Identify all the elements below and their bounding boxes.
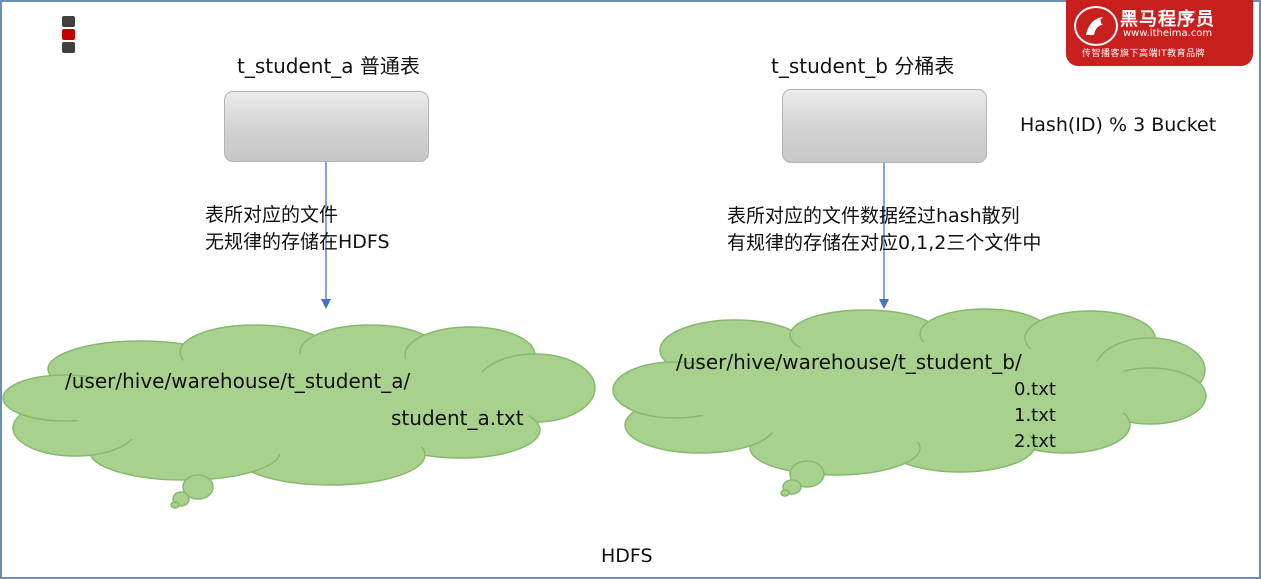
hash-bucket-label: Hash(ID) % 3 Bucket	[1020, 114, 1217, 136]
left-note-line2: 无规律的存储在HDFS	[205, 231, 390, 253]
bullet-square-dark	[62, 42, 75, 53]
left-table-box	[224, 91, 429, 162]
right-file-2: 2.txt	[1014, 431, 1056, 452]
right-cloud-path: /user/hive/warehouse/t_student_b/	[676, 350, 1022, 374]
left-file-0: student_a.txt	[391, 406, 524, 430]
logo-name: 黑马程序员	[1120, 9, 1215, 30]
logo-url: www.itheima.com	[1123, 28, 1213, 39]
logo-slogan: 传智播客旗下高端IT教育品牌	[1082, 49, 1206, 59]
bullet-square-red	[62, 29, 75, 40]
right-table-title: t_student_b 分桶表	[771, 54, 955, 78]
right-table-box	[782, 89, 987, 163]
right-note-line1: 表所对应的文件数据经过hash散列	[727, 205, 1020, 227]
right-file-0: 0.txt	[1014, 379, 1056, 400]
right-note-line2: 有规律的存储在对应0,1,2三个文件中	[727, 232, 1042, 254]
right-file-1: 1.txt	[1014, 405, 1056, 426]
left-note-line1: 表所对应的文件	[205, 204, 339, 226]
cloud-shape-left	[2, 324, 596, 509]
footer-label: HDFS	[601, 545, 653, 567]
left-cloud-path: /user/hive/warehouse/t_student_a/	[65, 369, 411, 393]
cloud-shape-right	[612, 308, 1207, 497]
brand-logo: 黑马程序员 www.itheima.com 传智播客旗下高端IT教育品牌	[1066, 0, 1253, 66]
left-table-title: t_student_a 普通表	[237, 54, 420, 78]
horse-logo-icon	[1074, 6, 1118, 46]
bullet-square-dark	[62, 16, 75, 27]
